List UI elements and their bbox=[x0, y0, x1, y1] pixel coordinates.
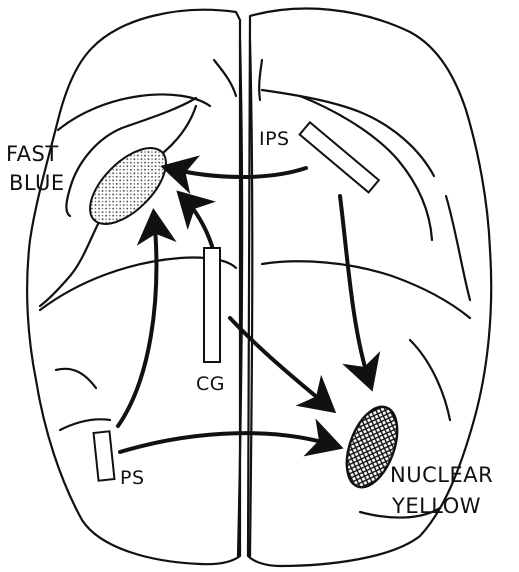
arrow-ps-to-fast-blue bbox=[118, 216, 156, 426]
nuclear-yellow-label-line2: YELLOW bbox=[392, 494, 481, 518]
arrow-ips-to-fast-blue bbox=[168, 168, 306, 177]
arrow-ps-to-nuclear-yellow bbox=[120, 433, 336, 452]
ps-label: PS bbox=[120, 466, 145, 490]
fast-blue-label-line1: FAST bbox=[6, 142, 59, 166]
nuclear-yellow-label-line1: NUCLEAR bbox=[390, 463, 493, 487]
arrow-cg-to-fast-blue bbox=[182, 196, 212, 246]
cg-region-box bbox=[204, 248, 220, 362]
right-sulcus-gyrus-top bbox=[259, 60, 262, 100]
arrow-ips-to-nuclear-yellow bbox=[340, 196, 370, 384]
ips-label: IPS bbox=[259, 127, 290, 151]
right-sulcus-lower bbox=[410, 340, 450, 420]
cg-label: CG bbox=[196, 372, 225, 396]
right-sulcus-principal bbox=[300, 96, 432, 240]
left-sulcus-lower bbox=[60, 419, 110, 430]
left-sulcus-small bbox=[56, 369, 96, 388]
fast-blue-label-line2: BLUE bbox=[9, 171, 65, 195]
ps-region-box bbox=[94, 431, 115, 480]
right-sulcus-lateral bbox=[446, 196, 470, 300]
left-sulcus-gyrus-top bbox=[214, 60, 236, 96]
right-sulcus-arcuate bbox=[262, 261, 470, 318]
arrow-cg-to-nuclear-yellow bbox=[230, 318, 330, 408]
